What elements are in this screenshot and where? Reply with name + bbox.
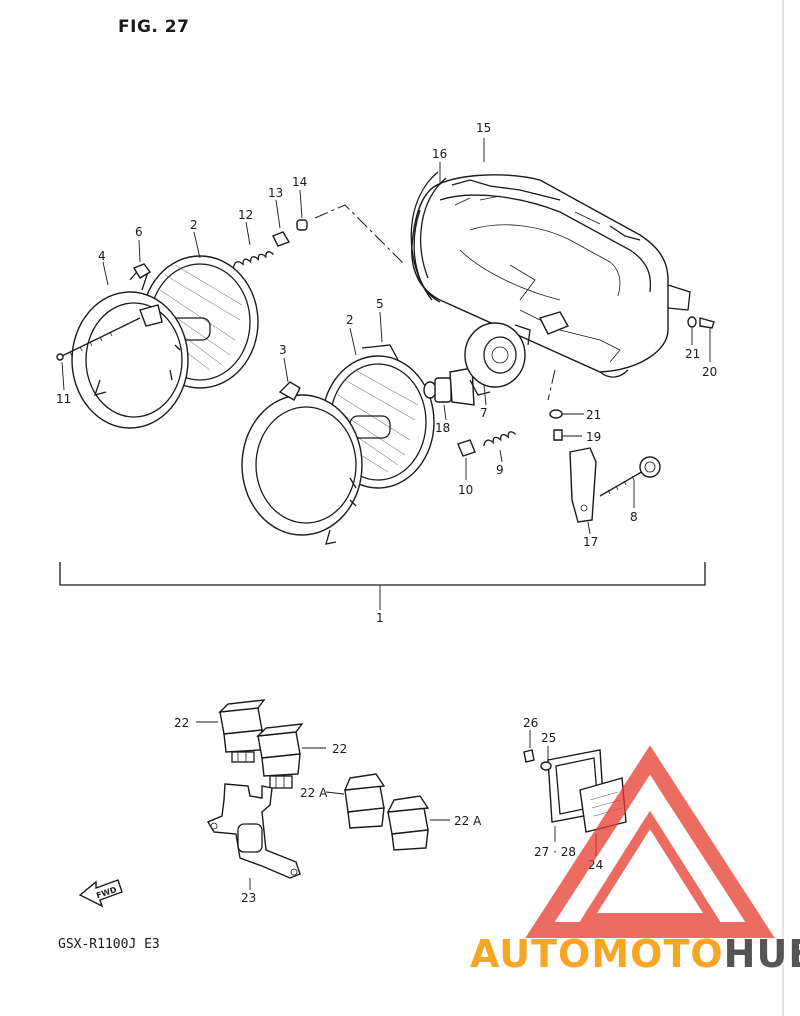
leader-9: [499, 449, 503, 463]
relay-22A-b: [386, 795, 430, 851]
figure-title: FIG. 27: [118, 17, 189, 37]
callout-13: 13: [268, 186, 283, 200]
watermark-brand-a: AUTOMOTO: [470, 932, 724, 976]
leader-17: [587, 521, 591, 535]
nut-6: [132, 263, 152, 279]
relay-22a: [218, 699, 266, 763]
leader-22Aa: [325, 791, 345, 795]
leader-18: [443, 404, 447, 421]
callout-6: 6: [135, 225, 143, 239]
model-label: GSX-R1100J E3: [58, 937, 160, 952]
callout-22Aa: 22 A: [300, 786, 328, 800]
screw-11: [61, 317, 141, 357]
callout-22b: 22: [332, 742, 347, 756]
housing-rim-band: [410, 171, 441, 303]
leader-3: [283, 357, 289, 383]
leader-6: [138, 239, 141, 263]
callout-22a: 22: [174, 716, 189, 730]
wire-5: [361, 344, 399, 361]
bolt-19: [553, 429, 563, 441]
callout-18: 18: [435, 421, 450, 435]
headlight-rim-front: [241, 394, 363, 545]
assembly-bracket-1: [59, 562, 706, 586]
callout-1: 1: [376, 611, 384, 625]
cap-14: [296, 219, 308, 231]
callout-2b: 2: [346, 313, 354, 327]
callout-10: 10: [458, 483, 473, 497]
callout-25: 25: [541, 731, 556, 745]
callout-11: 11: [56, 392, 71, 406]
leader-2a: [193, 231, 201, 259]
callout-16: 16: [432, 147, 447, 161]
callout-5: 5: [376, 297, 384, 311]
leader-2b: [349, 327, 357, 356]
cap-13: [272, 231, 291, 247]
callout-8: 8: [630, 510, 638, 524]
fwd-arrow-icon: FWD: [78, 879, 123, 908]
mount-bracket: [139, 304, 163, 327]
leader-12: [245, 221, 251, 246]
washer-21b: [549, 409, 563, 419]
callout-15: 15: [476, 121, 491, 135]
nut-26: [523, 749, 535, 763]
bracket-23: [206, 783, 301, 879]
spring-9: [483, 431, 517, 447]
watermark-logo: [525, 745, 775, 938]
relay-22A-a: [343, 773, 386, 829]
watermark-brand-b: HUB: [724, 932, 800, 976]
callout-22Ab: 22 A: [454, 814, 482, 828]
spring-12: [232, 251, 274, 268]
callout-3: 3: [279, 343, 287, 357]
socket-7: [464, 322, 531, 396]
callout-23: 23: [241, 891, 256, 905]
leader-5: [379, 311, 383, 343]
callout-14: 14: [292, 175, 307, 189]
screw-20: [699, 317, 715, 329]
callout-12: 12: [238, 208, 253, 222]
leader-4: [102, 261, 109, 286]
callout-21b: 21: [586, 408, 601, 422]
cap-10: [457, 439, 476, 457]
callout-4: 4: [98, 249, 106, 263]
adjuster-screw-8: [599, 456, 661, 497]
callout-20: 20: [702, 365, 717, 379]
callout-9: 9: [496, 463, 504, 477]
washer-25: [540, 761, 552, 771]
assembly-line-21: [547, 369, 556, 401]
bracket-17: [569, 447, 597, 523]
callout-21a: 21: [685, 347, 700, 361]
callout-19: 19: [586, 430, 601, 444]
leader-7: [483, 384, 487, 406]
callout-26: 26: [523, 716, 538, 730]
relay-22b: [256, 723, 304, 789]
bulb-18: [423, 367, 475, 406]
washer-21a: [687, 316, 697, 328]
callout-2728: 27 · 28: [534, 845, 576, 859]
callout-7: 7: [480, 406, 488, 420]
leader-14: [299, 189, 303, 219]
leader-13: [275, 199, 281, 229]
watermark-text: AUTOMOTOHUB: [470, 932, 800, 976]
rim-tab-3: [278, 381, 301, 401]
callout-2a: 2: [190, 218, 198, 232]
callout-17: 17: [583, 535, 598, 549]
headlight-rim-rear: [71, 291, 189, 429]
headlight-housing: [411, 174, 691, 378]
leader-11: [61, 361, 65, 391]
assembly-line-14: [314, 204, 406, 266]
